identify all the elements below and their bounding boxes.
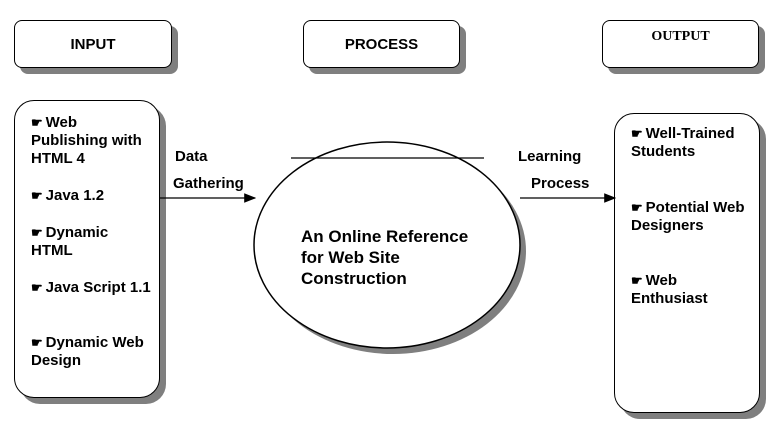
input-item-text: Dynamic HTML [31,224,109,259]
input-item-text: Java 1.2 [45,187,105,204]
list-item: ☛Web Publishing with HTML 4 [31,114,151,168]
gathering-label: Gathering [173,175,244,192]
process-ellipse [253,141,521,349]
pointing-hand-icon: ☛ [31,280,43,295]
pointing-hand-icon: ☛ [31,225,43,240]
output-item-text: Potential Web Designers [631,199,745,234]
input-header-label: INPUT [70,35,116,53]
input-item-text: Dynamic Web Design [31,334,144,369]
list-item: ☛Well-Trained Students [631,125,747,161]
list-item: ☛Dynamic Web Design [31,334,151,370]
list-item: ☛Web Enthusiast [631,272,747,308]
output-item-text: Web Enthusiast [631,272,708,307]
output-list-box: ☛Well-Trained Students ☛Potential Web De… [614,113,760,413]
pointing-hand-icon: ☛ [631,200,643,215]
list-item: ☛Java Script 1.1 [31,279,151,297]
output-header: OUTPUT [602,20,759,68]
pointing-hand-icon: ☛ [31,335,43,350]
input-item-text: Web Publishing with HTML 4 [31,114,142,167]
data-label: Data [175,148,208,165]
list-item: ☛Java 1.2 [31,187,151,205]
input-header: INPUT [14,20,172,68]
output-item-text: Well-Trained Students [631,125,735,160]
center-text: An Online Reference for Web Site Constru… [301,227,469,288]
pointing-hand-icon: ☛ [631,126,643,141]
process-label: Process [531,175,590,192]
list-item: ☛Potential Web Designers [631,199,747,235]
output-header-label: OUTPUT [651,29,710,44]
input-list-box: ☛Web Publishing with HTML 4 ☛Java 1.2 ☛D… [14,100,160,398]
process-header: PROCESS [303,20,460,68]
pointing-hand-icon: ☛ [631,273,643,288]
input-item-text: Java Script 1.1 [45,279,151,296]
list-item: ☛Dynamic HTML [31,224,151,260]
process-header-label: PROCESS [344,35,419,53]
learning-label: Learning [518,148,582,165]
pointing-hand-icon: ☛ [31,115,43,130]
pointing-hand-icon: ☛ [31,188,43,203]
